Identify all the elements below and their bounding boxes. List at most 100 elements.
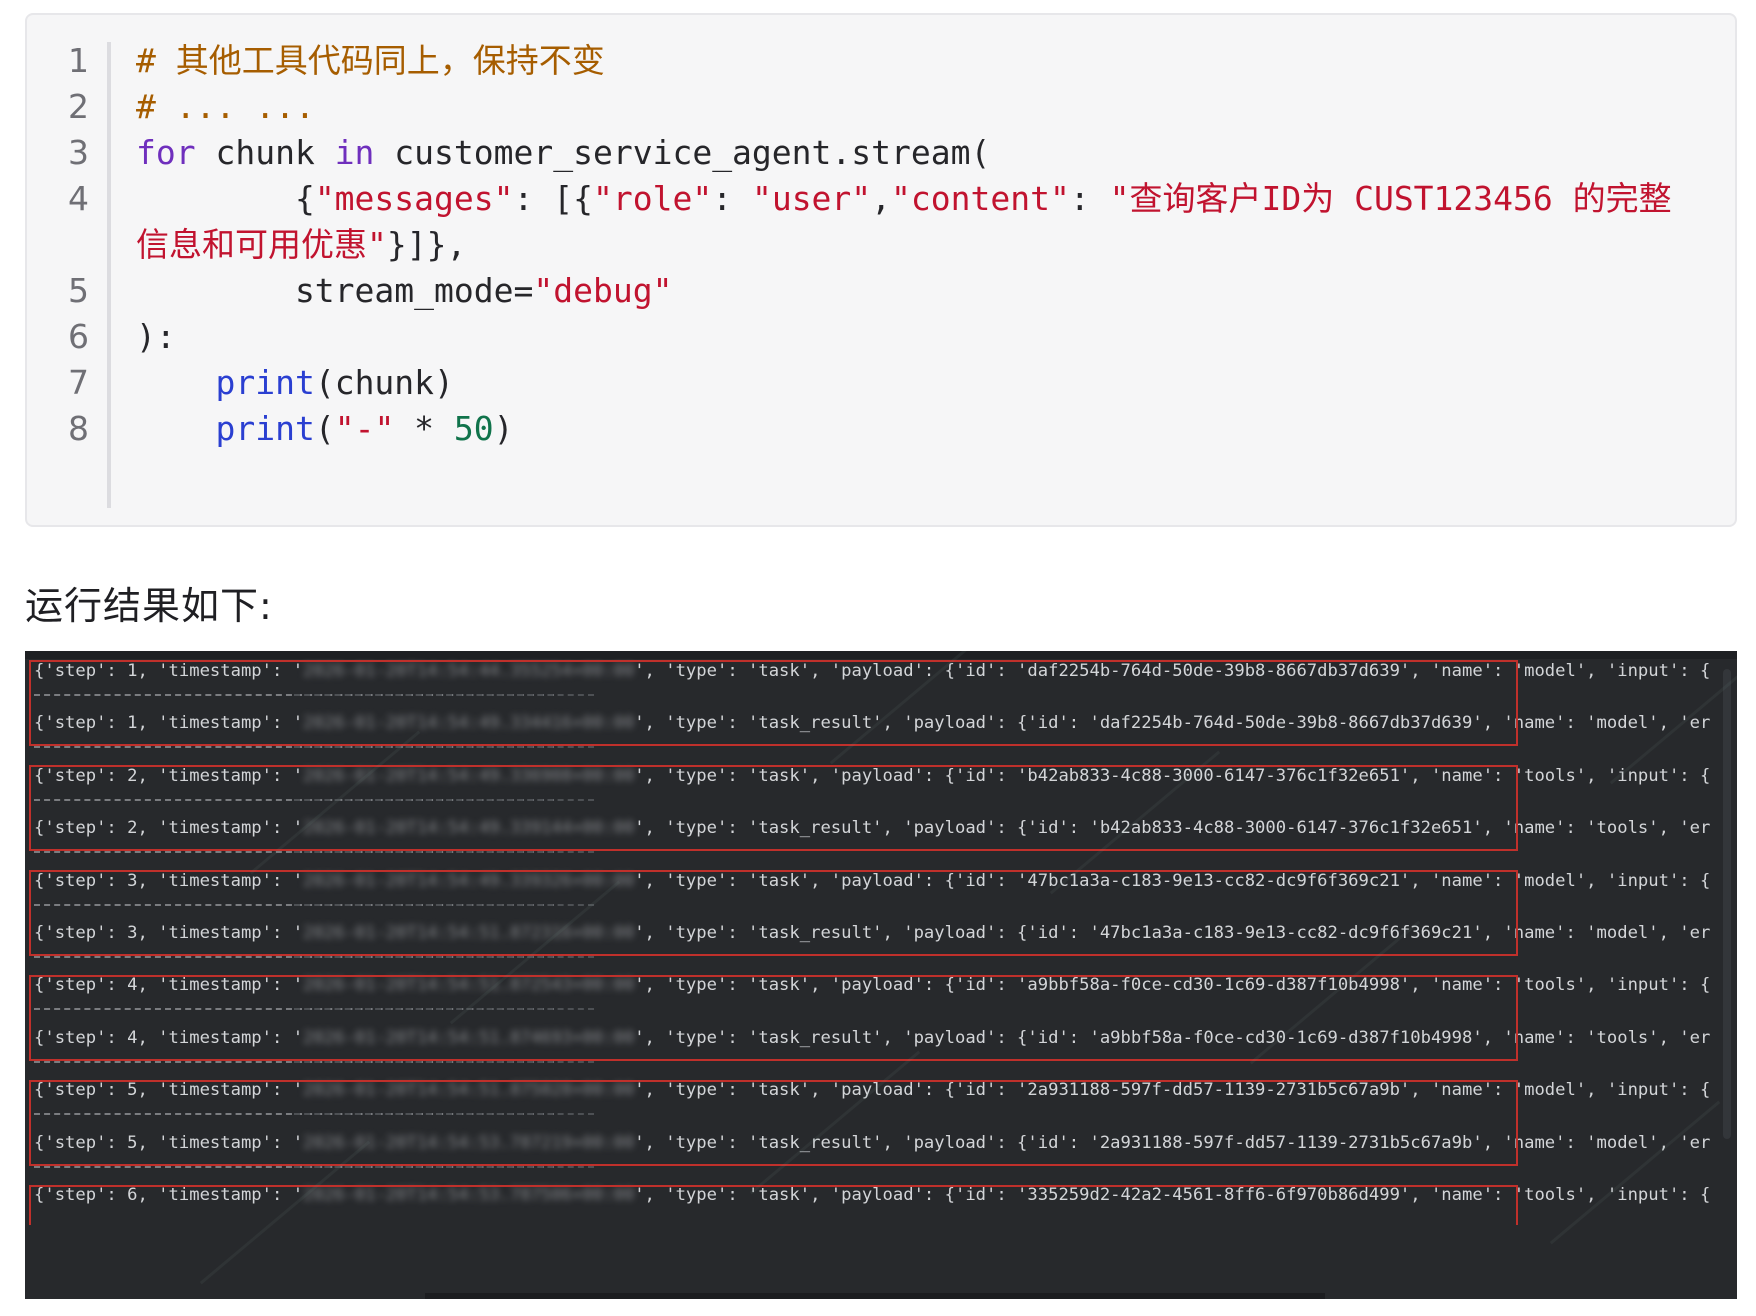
- line-number: 2: [68, 87, 89, 126]
- log-line: {'step': 6, 'timestamp': '2026-01-20T14:…: [34, 1180, 1710, 1210]
- watermark-mark: [199, 1140, 371, 1285]
- code-token-builtin: print: [215, 409, 315, 448]
- code-token-plain: stream_mode=: [136, 271, 534, 310]
- log-line: {'step': 5, 'timestamp': '2026-01-20T14:…: [34, 1075, 1710, 1105]
- log-separator-faint: [294, 851, 594, 854]
- code-token-comment: # 其他工具代码同上，保持不变: [136, 41, 605, 80]
- log-line: {'step': 3, 'timestamp': '2026-01-20T14:…: [34, 866, 1710, 896]
- code-token-string: "messages": [314, 179, 514, 218]
- log-line: {'step': 1, 'timestamp': '2026-01-20T14:…: [34, 708, 1710, 738]
- log-separator: [34, 956, 594, 970]
- log-separator: [34, 1008, 594, 1022]
- log-separator-faint: [294, 798, 594, 801]
- log-separator: [34, 798, 594, 813]
- log-suffix: ', 'type': 'task', 'payload': {'id': '47…: [634, 870, 1711, 891]
- code-token-string: "debug": [533, 271, 673, 310]
- log-separator: [34, 694, 594, 708]
- log-prefix: {'step': 4, 'timestamp': ': [34, 1027, 304, 1048]
- log-timestamp-redacted: 2026-01-20T14:54:44.355254+00:00: [303, 661, 635, 681]
- log-separator: [34, 1113, 594, 1127]
- code-token-plain: (: [314, 409, 335, 448]
- code-token-plain: :: [1069, 179, 1110, 218]
- code-line: for chunk in customer_service_agent.stre…: [136, 127, 990, 179]
- log-separator: [34, 903, 594, 918]
- code-token-comment: # ... ...: [136, 87, 315, 126]
- log-prefix: {'step': 2, 'timestamp': ': [34, 765, 304, 786]
- code-token-plain: ):: [136, 317, 176, 356]
- log-suffix: ', 'type': 'task_result', 'payload': {'i…: [634, 713, 1711, 734]
- log-timestamp-redacted: 2026-01-20T14:54:53.787506+00:00: [303, 1185, 635, 1205]
- code-token-keyword: for: [136, 133, 196, 172]
- log-separator-faint: [294, 1113, 594, 1116]
- code-token-builtin: print: [215, 363, 315, 402]
- result-label: 运行结果如下:: [25, 584, 273, 628]
- log-suffix: ', 'type': 'task', 'payload': {'id': 'da…: [634, 661, 1711, 681]
- log-timestamp-redacted: 2026-01-20T14:54:51.875028+00:00: [303, 1080, 635, 1101]
- code-token-plain: :: [712, 179, 752, 218]
- log-suffix: ', 'type': 'task_result', 'payload': {'i…: [634, 1027, 1711, 1048]
- log-suffix: ', 'type': 'task_result', 'payload': {'i…: [634, 1132, 1711, 1153]
- code-token-plain: {: [136, 179, 315, 218]
- code-token-plain: *: [394, 409, 454, 448]
- line-number: 4: [68, 179, 89, 218]
- code-token-string: "content": [891, 179, 1070, 218]
- code-token-plain: customer_service_agent.stream(: [374, 133, 991, 172]
- log-prefix: {'step': 2, 'timestamp': ': [34, 818, 304, 839]
- log-line: {'step': 4, 'timestamp': '2026-01-20T14:…: [34, 1023, 1710, 1053]
- log-line: {'step': 3, 'timestamp': '2026-01-20T14:…: [34, 918, 1710, 948]
- log-timestamp-redacted: 2026-01-20T14:54:49.334416+00:00: [303, 713, 635, 734]
- line-number: 8: [68, 409, 89, 448]
- code-token-string: "-": [334, 409, 395, 448]
- log-prefix: {'step': 1, 'timestamp': ': [34, 661, 304, 681]
- terminal-top-strip: [25, 651, 1737, 659]
- log-line: {'step': 2, 'timestamp': '2026-01-20T14:…: [34, 761, 1710, 791]
- code-token-plain: [136, 409, 215, 448]
- watermark-mark: [449, 880, 621, 1025]
- code-line: ):: [136, 311, 176, 363]
- code-line: # 其他工具代码同上，保持不变: [136, 35, 605, 87]
- code-line: {"messages": [{"role": "user","content":…: [136, 173, 1672, 225]
- log-timestamp-redacted: 2026-01-20T14:54:51.872543+00:00: [303, 975, 635, 996]
- log-timestamp-redacted: 2026-01-20T14:54:49.339326+00:00: [303, 870, 635, 891]
- line-number: 3: [68, 133, 89, 172]
- log-timestamp-redacted: 2026-01-20T14:54:49.336908+00:00: [303, 765, 635, 786]
- code-token-plain: chunk: [195, 133, 335, 172]
- line-number: 6: [68, 317, 89, 356]
- code-token-keyword: in: [334, 133, 375, 172]
- gutter-divider: [107, 42, 111, 508]
- log-separator-faint: [294, 1008, 594, 1011]
- code-token-plain: [136, 363, 215, 402]
- log-separator-faint: [294, 746, 594, 749]
- log-separator: [34, 851, 594, 865]
- log-prefix: {'step': 5, 'timestamp': ': [34, 1132, 304, 1153]
- code-token-plain: }]},: [386, 225, 467, 264]
- log-timestamp-redacted: 2026-01-20T14:54:49.339144+00:00: [303, 818, 635, 839]
- terminal-scrollbar[interactable]: [1723, 669, 1731, 1139]
- line-number: 1: [68, 41, 89, 80]
- log-separator-faint: [294, 1060, 594, 1063]
- code-block: 1 2 3 4 5 6 7 8 # 其他工具代码同上，保持不变# ... ...…: [25, 13, 1737, 527]
- watermark-mark: [1549, 1100, 1721, 1245]
- code-token-string: "查询客户ID为 CUST123456 的完整: [1109, 179, 1672, 218]
- code-token-plain: : [{: [513, 179, 593, 218]
- line-number: 7: [68, 363, 89, 402]
- log-prefix: {'step': 1, 'timestamp': ': [34, 713, 304, 734]
- log-timestamp-redacted: 2026-01-20T14:54:51.874693+00:00: [303, 1027, 635, 1048]
- log-suffix: ', 'type': 'task', 'payload': {'id': '2a…: [634, 1080, 1711, 1101]
- terminal-output: {'step': 1, 'timestamp': '2026-01-20T14:…: [25, 651, 1737, 1299]
- log-timestamp-redacted: 2026-01-20T14:54:53.787219+00:00: [303, 1132, 635, 1153]
- log-line: {'step': 1, 'timestamp': '2026-01-20T14:…: [34, 656, 1710, 686]
- code-token-number: 50: [453, 409, 494, 448]
- log-separator: [34, 1165, 594, 1180]
- code-token-string: "user": [751, 179, 872, 218]
- log-suffix: ', 'type': 'task_result', 'payload': {'i…: [634, 923, 1711, 943]
- code-line: print("-" * 50): [136, 403, 514, 455]
- log-line: {'step': 2, 'timestamp': '2026-01-20T14:…: [34, 813, 1710, 843]
- log-line: {'step': 5, 'timestamp': '2026-01-20T14:…: [34, 1128, 1710, 1158]
- log-suffix: ', 'type': 'task', 'payload': {'id': 'b4…: [634, 765, 1711, 786]
- code-token-plain: (chunk): [314, 363, 454, 402]
- log-suffix: ', 'type': 'task', 'payload': {'id': '33…: [634, 1185, 1711, 1205]
- log-prefix: {'step': 6, 'timestamp': ': [34, 1185, 304, 1205]
- code-line: print(chunk): [136, 357, 454, 409]
- code-token-plain: ): [493, 409, 514, 448]
